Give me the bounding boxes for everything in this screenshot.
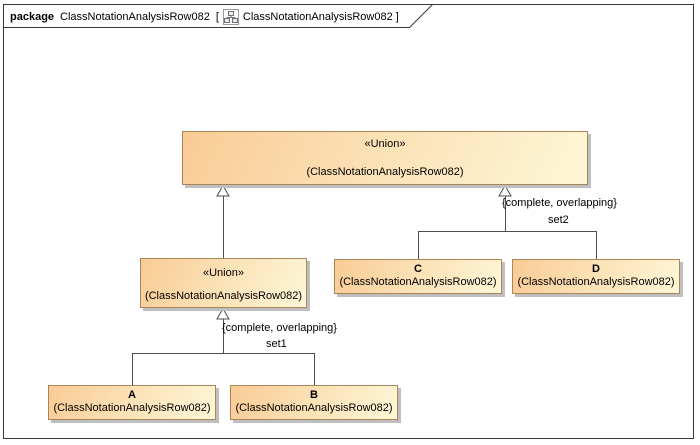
class-diagram-icon [222,9,239,25]
class-name: (ClassNotationAnalysisRow082) [144,290,303,302]
diagram-kind-label: package [10,10,55,23]
generalization-set-name[interactable]: set2 [548,214,569,226]
class-name: A [128,389,136,401]
class-left-union[interactable]: «Union» (ClassNotationAnalysisRow082) [140,258,307,308]
class-name: B [310,389,318,401]
open-bracket: [ [215,10,219,23]
class-a[interactable]: A (ClassNotationAnalysisRow082) [48,385,216,420]
diagram-frame-border [3,4,694,439]
class-c[interactable]: C (ClassNotationAnalysisRow082) [334,259,502,294]
class-subtitle: (ClassNotationAnalysisRow082) [339,276,497,288]
class-d[interactable]: D (ClassNotationAnalysisRow082) [512,259,680,294]
package-name: ClassNotationAnalysisRow082 [60,10,210,23]
generalization-line[interactable] [132,353,133,385]
generalization-line[interactable] [223,319,224,353]
class-stereotype: «Union» [364,138,406,150]
generalization-line[interactable] [596,231,597,259]
class-name: C [414,263,422,275]
class-subtitle: (ClassNotationAnalysisRow082) [235,402,393,414]
class-stereotype: «Union» [203,267,244,279]
class-top-union[interactable]: «Union» (ClassNotationAnalysisRow082) [182,131,588,185]
class-name: D [592,263,600,275]
generalization-line[interactable] [132,353,315,354]
generalization-set-constraint[interactable]: {complete, overlapping} [502,197,617,209]
generalization-line[interactable] [223,196,224,258]
generalization-line[interactable] [418,231,419,259]
class-b[interactable]: B (ClassNotationAnalysisRow082) [230,385,398,420]
class-name: (ClassNotationAnalysisRow082) [306,166,464,178]
generalization-line[interactable] [505,196,506,231]
diagram-header-tab [3,4,434,28]
class-subtitle: (ClassNotationAnalysisRow082) [517,276,675,288]
generalization-set-constraint[interactable]: {complete, overlapping} [222,322,337,334]
diagram-header: package ClassNotationAnalysisRow082 [ Cl… [10,9,402,25]
generalization-line[interactable] [314,353,315,385]
diagram-name: ClassNotationAnalysisRow082 [242,10,393,23]
generalization-line[interactable] [418,231,597,232]
class-subtitle: (ClassNotationAnalysisRow082) [53,402,211,414]
close-bracket: ] [395,10,399,23]
generalization-set-name[interactable]: set1 [266,338,287,350]
